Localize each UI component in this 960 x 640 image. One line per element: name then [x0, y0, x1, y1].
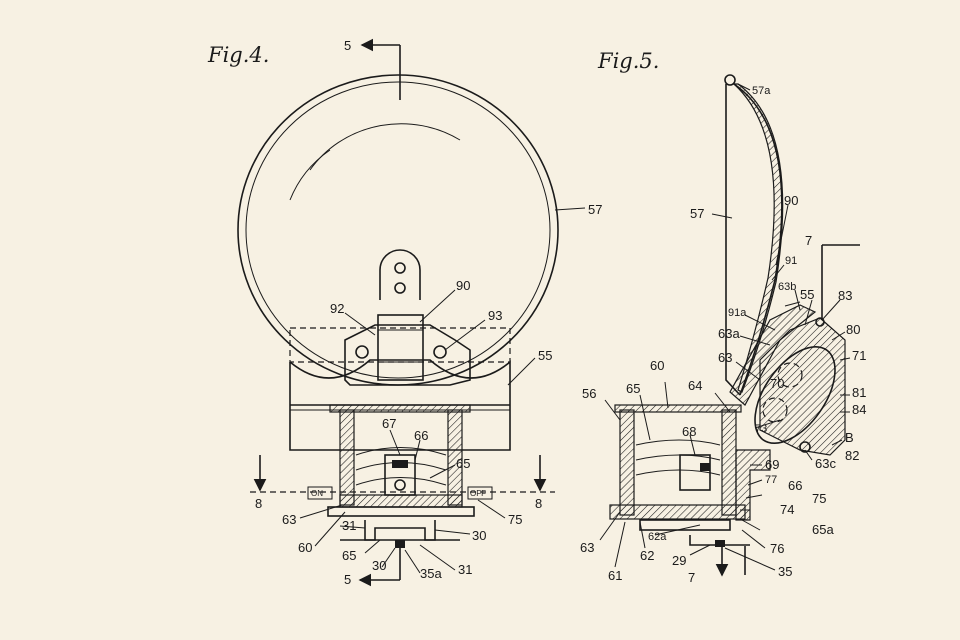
fig5-ref-29: 29 — [672, 553, 686, 568]
fig4-ref-65-upper: 65 — [456, 456, 470, 471]
fig4-ref-31-left: 31 — [342, 518, 356, 533]
fig5-ref-57a: 57a — [752, 85, 771, 97]
fig5-ref-62a: 62a — [648, 531, 667, 543]
fig5-ref-64: 64 — [688, 378, 702, 393]
section-7-top-label: 7 — [805, 233, 812, 248]
leader-lines-fig4 — [299, 289, 536, 574]
section-7-markers-fig5: 7 7 — [688, 233, 860, 585]
fig5-ref-66: 66 — [788, 478, 802, 493]
fig4-ref-30-bottom: 30 — [372, 558, 386, 573]
fig4-ref-90: 90 — [456, 278, 470, 293]
figure-4: Fig.4. 5 — [207, 38, 602, 587]
fig5-ref-75: 75 — [812, 491, 826, 506]
fig5-ref-63a: 63a — [718, 326, 740, 341]
leader-lines-fig5 — [599, 83, 851, 571]
battery-cup-fig5 — [609, 404, 771, 547]
fig4-ref-63: 63 — [282, 512, 296, 527]
bracket-stem-fig4 — [379, 249, 421, 300]
fig5-ref-81: 81 — [852, 385, 866, 400]
section-8-right-label: 8 — [535, 496, 542, 511]
fig5-ref-57: 57 — [690, 206, 704, 221]
fig5-ref-55: 55 — [800, 287, 814, 302]
base-plate-fig4 — [327, 506, 475, 548]
fig5-ref-35: 35 — [778, 564, 792, 579]
fig5-ref-74: 74 — [780, 502, 794, 517]
figure-5: Fig.5. 7 7 — [580, 49, 866, 585]
lamp-head-fig5 — [729, 301, 846, 456]
section-5-bottom-label: 5 — [344, 572, 351, 587]
reference-numerals-fig5: 57a 57 90 91 63b 55 83 91a 80 63a 71 63 … — [580, 85, 866, 583]
fig5-ref-63-lower: 63 — [580, 540, 594, 555]
fig4-title: Fig.4. — [207, 43, 269, 67]
switch-tags-fig4: ON OFF — [307, 486, 493, 500]
fig5-ref-90: 90 — [784, 193, 798, 208]
fig5-ref-63c: 63c — [815, 456, 836, 471]
fig5-ref-77: 77 — [765, 474, 777, 486]
fig5-ref-63b: 63b — [778, 281, 796, 293]
section-5-bottom-marker: 5 — [344, 548, 401, 587]
fig4-ref-57: 57 — [588, 202, 602, 217]
fig4-ref-55: 55 — [538, 348, 552, 363]
section-7-bottom-label: 7 — [688, 570, 695, 585]
fig5-ref-76: 76 — [770, 541, 784, 556]
fig5-ref-91: 91 — [785, 255, 797, 267]
fig5-ref-63: 63 — [718, 350, 732, 365]
fig4-ref-93: 93 — [488, 308, 502, 323]
fig4-ref-31-right: 31 — [458, 562, 472, 577]
fig5-ref-84: 84 — [852, 402, 866, 417]
housing-55-fig4 — [289, 327, 511, 451]
fig5-ref-73: 73 — [755, 423, 767, 435]
fig4-ref-67: 67 — [382, 416, 396, 431]
fig5-ref-69: 69 — [765, 457, 779, 472]
fig5-ref-80: 80 — [846, 322, 860, 337]
reference-numerals-fig4: 57 90 92 93 55 67 66 65 63 60 31 65 30 3… — [282, 202, 602, 581]
fig5-ref-82: 82 — [845, 448, 859, 463]
clamp-assembly-fig4 — [344, 314, 471, 386]
fig4-ref-35a: 35a — [420, 566, 442, 581]
fig4-ref-92: 92 — [330, 301, 344, 316]
fig5-ref-91a: 91a — [728, 307, 747, 319]
battery-cup-fig4 — [329, 404, 471, 508]
fig4-ref-60: 60 — [298, 540, 312, 555]
switch-off-label: OFF — [470, 489, 486, 498]
fig5-ref-68: 68 — [682, 424, 696, 439]
fig5-ref-65: 65 — [626, 381, 640, 396]
reflector-disc-fig4 — [237, 74, 586, 386]
fig5-ref-70: 70 — [770, 376, 784, 391]
fig5-ref-62: 62 — [640, 548, 654, 563]
section-8-markers-fig4: 8 8 — [250, 455, 555, 511]
fig4-ref-65-lower: 65 — [342, 548, 356, 563]
fig5-ref-61: 61 — [608, 568, 622, 583]
fig5-ref-60: 60 — [650, 358, 664, 373]
fig5-title: Fig.5. — [597, 49, 659, 73]
fig4-ref-30-right: 30 — [472, 528, 486, 543]
fig5-ref-71: 71 — [852, 348, 866, 363]
section-5-top-marker: 5 — [344, 38, 401, 100]
switch-on-label: ON — [311, 489, 323, 498]
fig5-ref-65a: 65a — [812, 522, 834, 537]
section-8-left-label: 8 — [255, 496, 262, 511]
fig4-ref-75: 75 — [508, 512, 522, 527]
fig5-ref-83: 83 — [838, 288, 852, 303]
section-5-top-label: 5 — [344, 38, 351, 53]
fig5-ref-B: B — [845, 430, 854, 445]
fig5-ref-56: 56 — [582, 386, 596, 401]
fig4-ref-66: 66 — [414, 428, 428, 443]
